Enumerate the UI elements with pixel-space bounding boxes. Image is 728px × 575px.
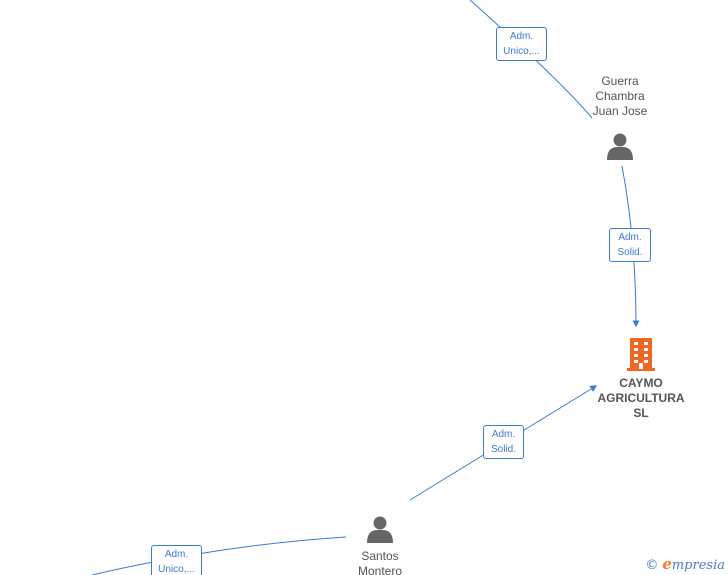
edge-label-top-in[interactable]: Adm. Unico,... xyxy=(496,27,547,61)
person-icon[interactable] xyxy=(605,131,635,161)
edge-top-in[interactable] xyxy=(469,0,593,119)
copyright-symbol: © xyxy=(645,558,659,573)
edge-label-bottom-in[interactable]: Adm. Unico,... xyxy=(151,545,202,575)
person-node-santos-montero[interactable]: Santos Montero xyxy=(340,514,420,575)
edge-label-line: Adm. xyxy=(491,429,516,440)
building-icon[interactable] xyxy=(625,336,657,372)
edge-label-top-to-company[interactable]: Adm. Solid. xyxy=(609,228,651,262)
person-name-line: Juan Jose xyxy=(592,104,648,118)
edge-label-line: Solid. xyxy=(617,247,643,258)
edge-label-line: Adm. xyxy=(618,232,642,243)
edge-label-bottom-to-company[interactable]: Adm. Solid. xyxy=(483,425,524,459)
edge-label-line: Adm. xyxy=(164,549,189,560)
edge-label-line: Solid. xyxy=(490,444,516,455)
edge-label-line: Unico,... xyxy=(503,46,540,57)
company-name-line: SL xyxy=(633,406,649,420)
brand-name: mpresia xyxy=(671,558,725,573)
edge-label-line: Adm. xyxy=(509,31,534,42)
company-name-line: CAYMO xyxy=(619,376,663,390)
person-icon[interactable] xyxy=(365,514,395,544)
company-name-line: AGRICULTURA xyxy=(597,391,685,405)
brand-watermark: ©empresia xyxy=(645,555,725,573)
person-name-line: Chambra xyxy=(595,89,645,103)
person-name-line: Santos xyxy=(361,549,399,563)
person-name: Guerra Chambra Juan Jose xyxy=(580,74,660,119)
person-name: Santos Montero xyxy=(340,549,420,575)
brand-initial: e xyxy=(662,555,672,573)
edge-label-line: Unico,... xyxy=(158,564,195,575)
person-name-line: Montero xyxy=(357,564,403,575)
edge-bottom-in[interactable] xyxy=(91,536,347,575)
person-node-guerra-chambra[interactable]: Guerra Chambra Juan Jose xyxy=(580,74,660,161)
person-name-line: Guerra xyxy=(601,74,639,88)
company-node-caymo[interactable]: CAYMO AGRICULTURA SL xyxy=(586,336,696,421)
company-name: CAYMO AGRICULTURA SL xyxy=(586,376,696,421)
